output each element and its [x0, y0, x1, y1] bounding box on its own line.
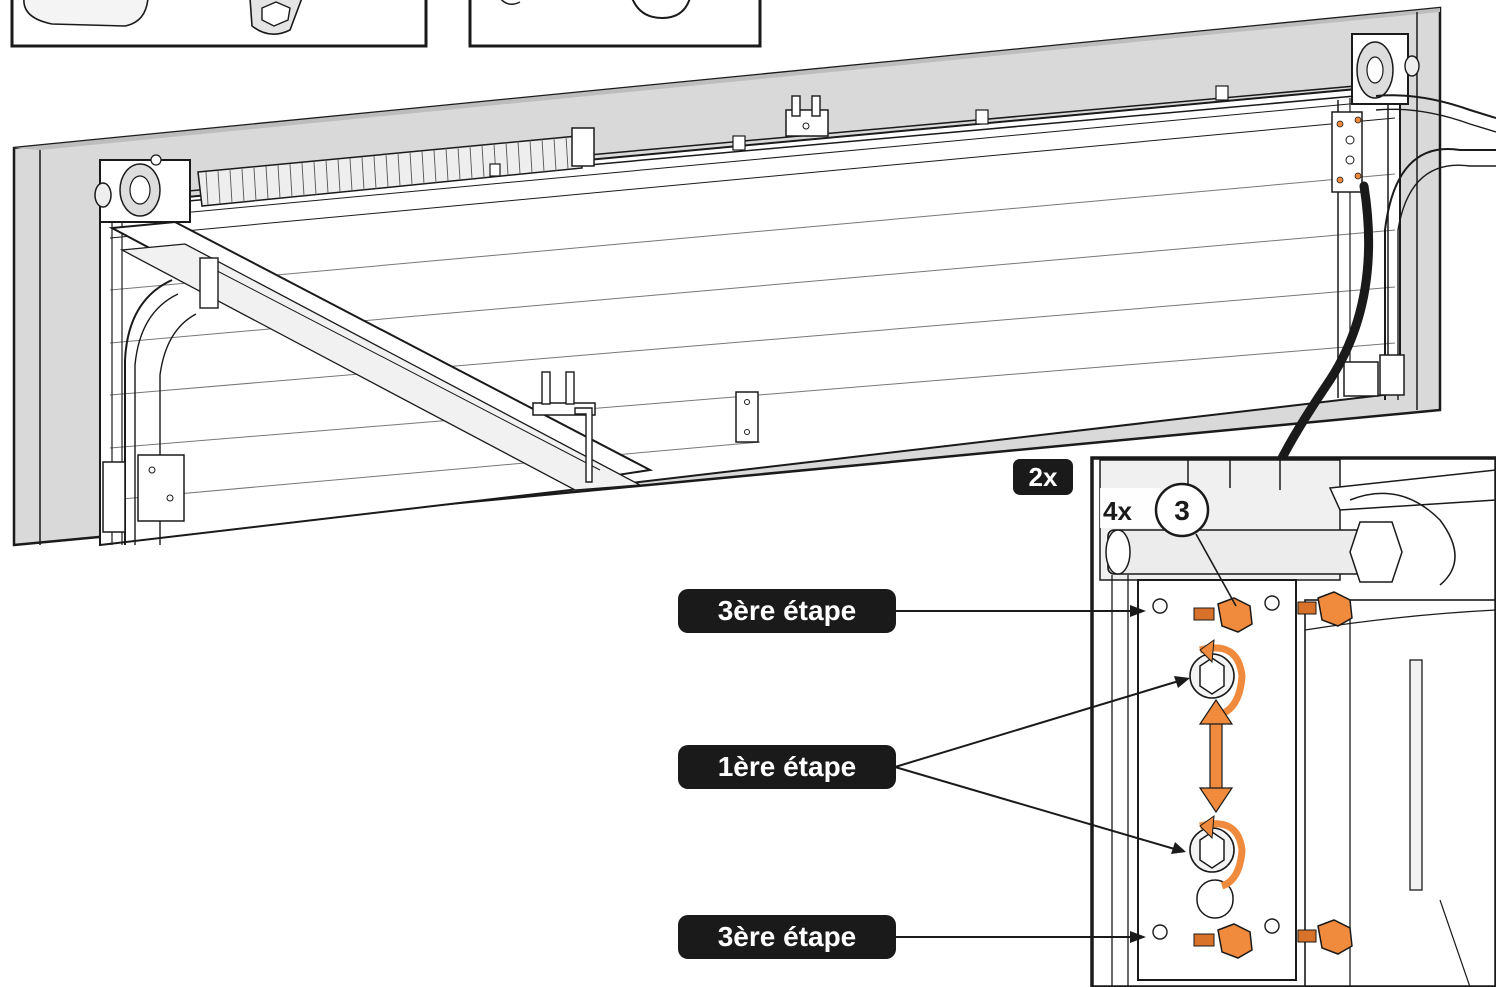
door-panel	[99, 83, 1401, 547]
tool-thumbnail-box-right	[468, 0, 762, 48]
step-label-bottom-text: 3ère étape	[718, 921, 857, 952]
left-curved-track	[102, 279, 197, 545]
step-label-middle-text: 1ère étape	[718, 751, 857, 782]
screw-top-right	[1297, 591, 1353, 627]
rotation-arrow-lower	[1199, 820, 1246, 890]
screw-bottom-right	[1297, 919, 1353, 955]
vertical-adjustment-arrow	[1198, 698, 1234, 814]
part-number-text: 3	[1174, 495, 1190, 526]
rotation-arrow-upper	[1199, 644, 1246, 718]
part-callout: 4x 3	[1100, 482, 1210, 538]
screw-bottom-left	[1193, 923, 1253, 959]
right-curved-track	[1343, 94, 1496, 400]
top-door-bracket	[785, 95, 829, 137]
step-label-bottom: 3ère étape	[678, 915, 1146, 959]
screw-top-left	[1193, 597, 1253, 633]
opener-rail	[108, 220, 654, 491]
step-label-middle: 1ère étape	[678, 676, 1190, 854]
screw-quantity-text: 4x	[1103, 496, 1132, 526]
multiplier-badge: 2x	[1013, 459, 1073, 495]
step-label-top-text: 3ère étape	[718, 595, 857, 626]
detail-inset	[1090, 456, 1496, 987]
multiplier-badge-text: 2x	[1029, 462, 1058, 492]
left-cable-drum-bracket	[94, 154, 191, 223]
right-cable-drum-bracket	[1331, 33, 1420, 193]
step-label-top: 3ère étape	[678, 589, 1146, 633]
torsion-spring-assembly	[109, 81, 1401, 216]
rail-clips	[489, 85, 1229, 177]
adjustment-bolt-lower	[1189, 827, 1235, 873]
door-hinge	[735, 391, 759, 443]
tool-thumbnail-box-left	[10, 0, 428, 48]
detail-callout-connector	[1275, 181, 1374, 467]
door-arm-bracket	[532, 371, 596, 483]
